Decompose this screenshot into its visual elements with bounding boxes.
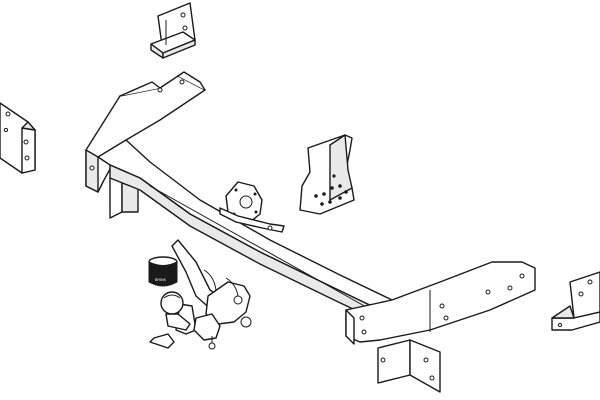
reinforcement-plate	[299, 134, 355, 215]
right-side-bracket	[551, 271, 600, 331]
tow-ball-cover: BRINK	[148, 256, 178, 287]
top-mounting-bracket	[150, 2, 196, 59]
towbar-main-crossbar	[85, 71, 536, 345]
left-side-bracket	[0, 102, 36, 174]
socket-mounting-plate	[219, 181, 285, 233]
coupling-socket-assembly	[193, 269, 252, 350]
bottom-mounting-bracket	[377, 339, 441, 393]
ball-cover-brand-text: BRINK	[155, 278, 167, 282]
